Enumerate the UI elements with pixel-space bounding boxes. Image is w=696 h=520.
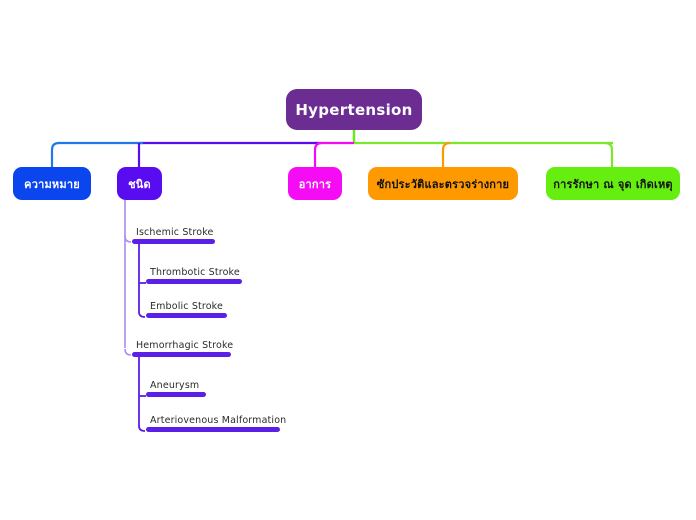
connector-to-kan-raksa [604, 141, 614, 167]
subtree-elbow-ischemic [124, 235, 132, 243]
leaf-aneurysm-bar [146, 392, 206, 397]
child-spine-hemorrhagic [138, 355, 146, 432]
node-branch-sak-prawat-label: ซักประวัติและตรวจร่างกาย [376, 177, 510, 191]
leaf-ischemic-stroke-bar [132, 239, 215, 244]
leaf-hemorrhagic-stroke-label: Hemorrhagic Stroke [136, 340, 234, 351]
leaf-arteriovenous-malformation[interactable]: Arteriovenous Malformation [146, 411, 286, 432]
connector-to-akan [313, 141, 323, 167]
leaf-hemorrhagic-stroke[interactable]: Hemorrhagic Stroke [132, 336, 234, 357]
node-branch-khwam-mai-label: ความหมาย [24, 177, 80, 191]
leaf-arteriovenous-malformation-bar [146, 427, 280, 432]
leaf-embolic-stroke-label: Embolic Stroke [150, 301, 223, 312]
leaf-thrombotic-stroke[interactable]: Thrombotic Stroke [146, 263, 242, 284]
leaf-arteriovenous-malformation-label: Arteriovenous Malformation [150, 415, 287, 426]
leaf-ischemic-stroke[interactable]: Ischemic Stroke [132, 223, 215, 244]
leaf-aneurysm-label: Aneurysm [150, 380, 200, 391]
node-root-label: Hypertension [295, 100, 413, 119]
node-root-hypertension[interactable]: Hypertension [286, 89, 422, 130]
node-branch-kan-raksa[interactable]: การรักษา ณ จุด เกิดเหตุ [546, 167, 680, 200]
leaf-thrombotic-stroke-label: Thrombotic Stroke [150, 267, 240, 278]
child-spine-ischemic [138, 242, 146, 318]
node-branch-chanit[interactable]: ชนิด [117, 167, 162, 200]
node-branch-kan-raksa-label: การรักษา ณ จุด เกิดเหตุ [553, 177, 673, 191]
subtree-elbow-hemorrhagic [124, 348, 132, 356]
node-branch-akan[interactable]: อาการ [288, 167, 342, 200]
connector-to-khwam-mai [50, 141, 60, 167]
leaf-thrombotic-stroke-bar [146, 279, 242, 284]
leaf-embolic-stroke[interactable]: Embolic Stroke [146, 297, 227, 318]
connector-to-sak-prawat [441, 141, 451, 167]
leaf-aneurysm[interactable]: Aneurysm [146, 376, 206, 397]
node-branch-akan-label: อาการ [298, 177, 332, 191]
leaf-embolic-stroke-bar [146, 313, 227, 318]
leaf-ischemic-stroke-label: Ischemic Stroke [136, 227, 214, 238]
node-branch-khwam-mai[interactable]: ความหมาย [13, 167, 91, 200]
leaf-hemorrhagic-stroke-bar [132, 352, 231, 357]
node-branch-chanit-label: ชนิด [128, 177, 151, 191]
node-branch-sak-prawat[interactable]: ซักประวัติและตรวจร่างกาย [368, 167, 518, 200]
